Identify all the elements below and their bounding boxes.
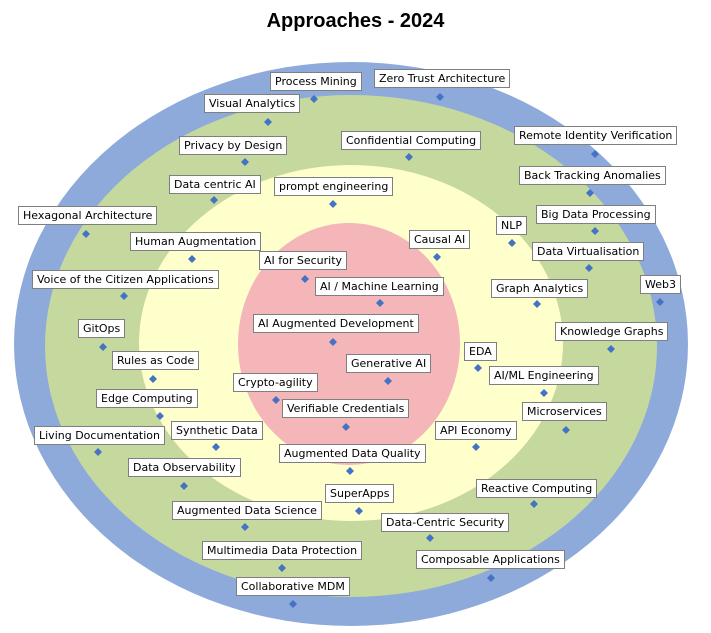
item-marker <box>585 264 593 272</box>
item-label: SuperApps <box>325 484 395 503</box>
item-label: Multimedia Data Protection <box>202 541 363 560</box>
item-marker <box>99 343 107 351</box>
item-marker <box>149 375 157 383</box>
item-label: Knowledge Graphs <box>555 322 669 341</box>
item-marker <box>241 523 249 531</box>
item-label: Generative AI <box>346 354 432 373</box>
item-label: AI/ML Engineering <box>489 366 599 385</box>
item-label: AI Augmented Development <box>253 314 419 333</box>
item-label: Visual Analytics <box>204 94 301 113</box>
item-label: Human Augmentation <box>130 232 262 251</box>
item-label: Augmented Data Science <box>172 501 322 520</box>
item-marker <box>241 158 249 166</box>
item-label: Zero Trust Architecture <box>374 69 511 88</box>
item-marker <box>82 230 90 238</box>
item-marker <box>384 377 392 385</box>
item-marker <box>264 118 272 126</box>
item-label: AI / Machine Learning <box>315 277 444 296</box>
item-label: Edge Computing <box>96 389 198 408</box>
item-label: Data Virtualisation <box>532 242 645 261</box>
item-marker <box>329 200 337 208</box>
item-marker <box>436 93 444 101</box>
item-label: Confidential Computing <box>341 131 482 150</box>
item-label: AI for Security <box>259 251 348 270</box>
item-marker <box>342 423 350 431</box>
item-marker <box>310 95 318 103</box>
item-marker <box>156 412 164 420</box>
item-marker <box>94 448 102 456</box>
item-marker <box>188 255 196 263</box>
item-marker <box>591 150 599 158</box>
item-label: Living Documentation <box>34 426 165 445</box>
item-marker <box>301 275 309 283</box>
item-marker <box>472 443 480 451</box>
item-label: Graph Analytics <box>491 279 589 298</box>
item-label: prompt engineering <box>274 177 394 196</box>
item-label: Remote Identity Verification <box>514 126 678 145</box>
item-marker <box>433 253 441 261</box>
markers-group <box>82 93 664 608</box>
item-marker <box>607 345 615 353</box>
item-label: Voice of the Citizen Applications <box>32 270 219 289</box>
item-marker <box>289 600 297 608</box>
item-marker <box>487 574 495 582</box>
item-label: Hexagonal Architecture <box>18 206 158 225</box>
item-marker <box>212 443 220 451</box>
item-label: Collaborative MDM <box>236 577 350 596</box>
item-marker <box>508 239 516 247</box>
item-marker <box>656 298 664 306</box>
item-label: Crypto-agility <box>233 373 318 392</box>
item-marker <box>405 153 413 161</box>
item-label: Privacy by Design <box>179 136 288 155</box>
item-marker <box>278 564 286 572</box>
item-label: Reactive Computing <box>476 479 598 498</box>
diagram-title: Approaches - 2024 <box>266 10 445 32</box>
item-marker <box>120 292 128 300</box>
item-marker <box>180 482 188 490</box>
item-label: API Economy <box>435 421 517 440</box>
item-marker <box>540 389 548 397</box>
item-label: Synthetic Data <box>171 421 263 440</box>
item-marker <box>474 364 482 372</box>
item-marker <box>329 338 337 346</box>
item-label: Data Observability <box>128 458 241 477</box>
item-label: Composable Applications <box>416 550 565 569</box>
item-marker <box>272 396 280 404</box>
item-marker <box>355 507 363 515</box>
item-label: Rules as Code <box>112 351 200 370</box>
item-label: Data centric AI <box>169 175 261 194</box>
item-label: Big Data Processing <box>536 205 656 224</box>
item-marker <box>210 196 218 204</box>
item-marker <box>562 426 570 434</box>
item-marker <box>530 500 538 508</box>
item-label: Causal AI <box>409 230 471 249</box>
item-label: Verifiable Credentials <box>282 399 410 418</box>
item-label: GitOps <box>78 319 126 338</box>
item-marker <box>426 534 434 542</box>
item-marker <box>346 467 354 475</box>
item-marker <box>376 299 384 307</box>
item-label: EDA <box>464 342 497 361</box>
item-label: Microservices <box>522 402 607 421</box>
item-label: Web3 <box>640 275 681 294</box>
item-marker <box>533 300 541 308</box>
item-label: Back Tracking Anomalies <box>519 166 666 185</box>
item-marker <box>586 189 594 197</box>
item-label: Augmented Data Quality <box>279 444 426 463</box>
item-label: Process Mining <box>270 72 362 91</box>
item-label: NLP <box>496 216 527 235</box>
item-marker <box>591 227 599 235</box>
item-label: Data-Centric Security <box>381 513 510 532</box>
